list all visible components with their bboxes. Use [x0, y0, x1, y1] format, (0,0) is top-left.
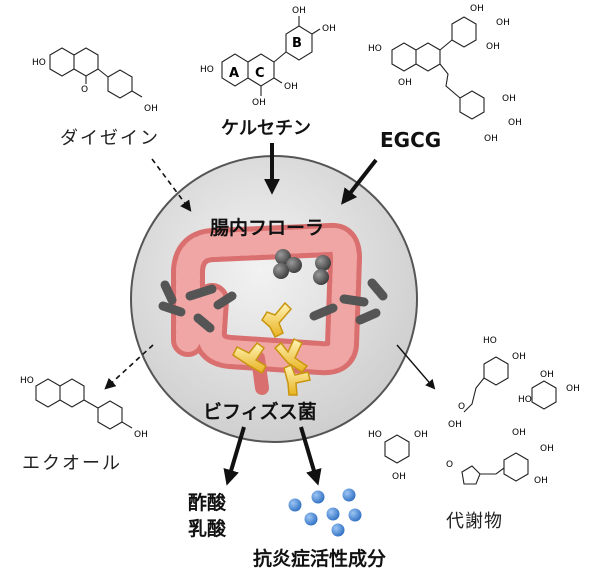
atom-label: OH	[508, 118, 522, 128]
label-gut-flora: 腸内フローラ	[210, 217, 325, 239]
egcg-structure	[391, 16, 485, 120]
atom-label: OH	[496, 18, 510, 28]
atom-label: OH	[534, 476, 548, 486]
ring-label-b: B	[292, 36, 302, 51]
atom-label: HO	[518, 395, 532, 405]
label-metabolites: 代謝物	[446, 511, 503, 532]
atom-label: OH	[502, 94, 516, 104]
equol-structure	[35, 378, 133, 430]
label-equol: エクオール	[22, 453, 122, 474]
arrow-metabolites	[396, 344, 436, 390]
atom-label: OH	[284, 82, 298, 92]
label-daidzein: ダイゼイン	[60, 128, 160, 149]
atom-label: OH	[392, 472, 406, 482]
arrow-egcg	[341, 158, 378, 205]
bifidobacteria-illustration	[232, 301, 311, 396]
ring-label-c: C	[255, 66, 265, 81]
atom-label: O	[446, 460, 454, 470]
atom-label: OH	[322, 24, 336, 34]
atom-label: OH	[540, 370, 554, 380]
atom-label: OH	[512, 352, 526, 362]
atom-label: OH	[448, 420, 462, 430]
atom-label: O	[458, 402, 466, 412]
arrow-anti-inflammatory	[299, 426, 322, 486]
atom-label: HO	[20, 376, 34, 386]
atom-label: OH	[252, 98, 266, 108]
atom-label: OH	[486, 42, 500, 52]
daidzein-structure	[49, 47, 143, 99]
metabolite-structures	[384, 356, 557, 485]
label-bifidobacteria: ビフィズス菌	[203, 401, 317, 423]
atom-label: O	[81, 85, 89, 95]
atom-label: HO	[483, 336, 497, 346]
atom-label: OH	[540, 444, 554, 454]
atom-label: HO	[368, 44, 382, 54]
atom-label: OH	[470, 4, 484, 14]
arrows	[104, 143, 436, 486]
atom-label: OH	[414, 430, 428, 440]
atom-label: HO	[200, 65, 214, 75]
label-egcg: EGCG	[380, 128, 442, 152]
atom-label: OH	[398, 78, 412, 88]
atom-label: HO	[32, 58, 46, 68]
arrow-equol	[104, 344, 154, 390]
arrow-daidzein	[151, 158, 192, 212]
gray-bacteria-cocci	[273, 249, 331, 285]
gray-bacteria-rods	[158, 278, 388, 333]
atom-label: OH	[292, 6, 306, 16]
label-quercetin: ケルセチン	[221, 118, 311, 139]
atom-label: HO	[368, 430, 382, 440]
label-lactic-acid: 乳酸	[188, 518, 227, 540]
atom-label: OH	[144, 104, 158, 114]
label-anti-inflammatory: 抗炎症活性成分	[253, 548, 387, 570]
atom-label: OH	[484, 134, 498, 144]
ring-label-a: A	[229, 66, 240, 81]
atom-label: OH	[566, 384, 580, 394]
atom-label: OH	[512, 428, 526, 438]
quercetin-structure	[221, 16, 321, 96]
arrow-acids	[223, 426, 246, 486]
label-acetic-acid: 酢酸	[188, 492, 227, 514]
atom-label: OH	[134, 430, 148, 440]
anti-inflammatory-dots	[288, 488, 362, 537]
